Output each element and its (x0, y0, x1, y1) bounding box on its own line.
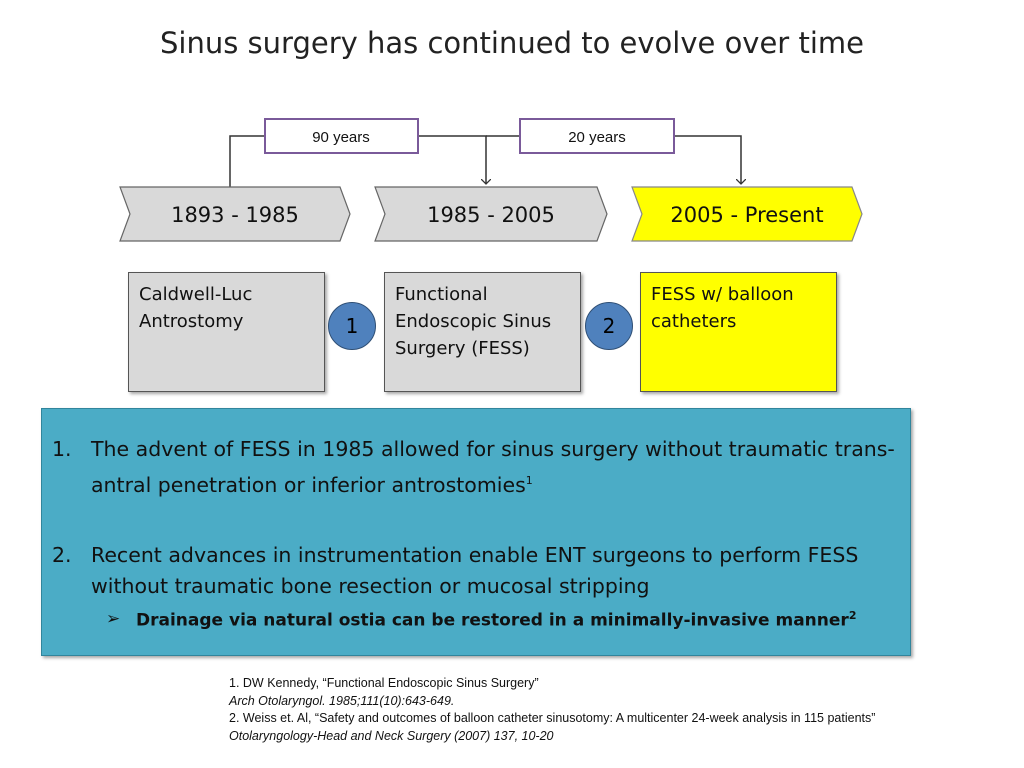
connector-20-years-arrow (674, 135, 741, 184)
era-chevron-1893-1985: 1893 - 1985 (119, 186, 351, 242)
span-label: 90 years (312, 129, 370, 146)
era-label: 1893 - 1985 (171, 203, 299, 227)
key-point-line: antral penetration or inferior antrostom… (91, 472, 526, 497)
key-point-line: The advent of FESS in 1985 allowed for s… (91, 437, 895, 461)
step-circle-2: 2 (585, 302, 633, 350)
technique-line: catheters (651, 311, 737, 332)
key-point-line: without traumatic bone resection or muco… (91, 574, 650, 598)
technique-line: FESS w/ balloon (651, 284, 794, 305)
era-chevron-2005-present: 2005 - Present (631, 186, 863, 242)
key-point-number: 2. (52, 543, 72, 567)
reference-source: Otolaryngology-Head and Neck Surgery (20… (229, 728, 554, 743)
technique-line: Caldwell-Luc (139, 284, 253, 305)
arrow-bullet-icon: ➢ (106, 609, 121, 629)
span-20-years: 20 years (519, 118, 675, 154)
technique-line: Surgery (FESS) (395, 338, 530, 359)
key-points-panel: 1. The advent of FESS in 1985 allowed fo… (41, 408, 911, 656)
timeline-diagram: 90 years 20 years 1893 - 1985 1985 - 200… (119, 118, 863, 242)
reference-line: 1. DW Kennedy, “Functional Endoscopic Si… (229, 676, 539, 690)
page-title: Sinus surgery has continued to evolve ov… (160, 26, 864, 60)
era-label: 2005 - Present (670, 203, 823, 227)
citation-sup: 1 (525, 474, 533, 487)
citation-sup: 2 (848, 609, 857, 622)
key-point-number: 1. (52, 437, 72, 461)
technique-box-balloon: FESS w/ balloon catheters (640, 272, 837, 392)
key-point-line: Recent advances in instrumentation enabl… (91, 543, 859, 567)
sub-point-text: Drainage via natural ostia can be restor… (136, 610, 849, 631)
span-label: 20 years (568, 129, 626, 146)
technique-box-caldwell-luc: Caldwell-Luc Antrostomy (128, 272, 325, 392)
reference-source: Arch Otolaryngol. 1985;111(10):643-649. (229, 693, 455, 708)
reference-line: 2. Weiss et. Al, “Safety and outcomes of… (229, 711, 876, 725)
connector-90-years-arrow (418, 135, 486, 184)
step-circle-1: 1 (328, 302, 376, 350)
technique-line: Endoscopic Sinus (395, 311, 552, 332)
span-90-years: 90 years (264, 118, 419, 154)
technique-line: Antrostomy (139, 311, 244, 332)
connector-90-years (229, 135, 265, 187)
era-chevron-1985-2005: 1985 - 2005 (374, 186, 608, 242)
era-label: 1985 - 2005 (427, 203, 555, 227)
technique-line: Functional (395, 284, 488, 305)
references: 1. DW Kennedy, “Functional Endoscopic Si… (229, 675, 875, 745)
technique-box-fess: Functional Endoscopic Sinus Surgery (FES… (384, 272, 581, 392)
